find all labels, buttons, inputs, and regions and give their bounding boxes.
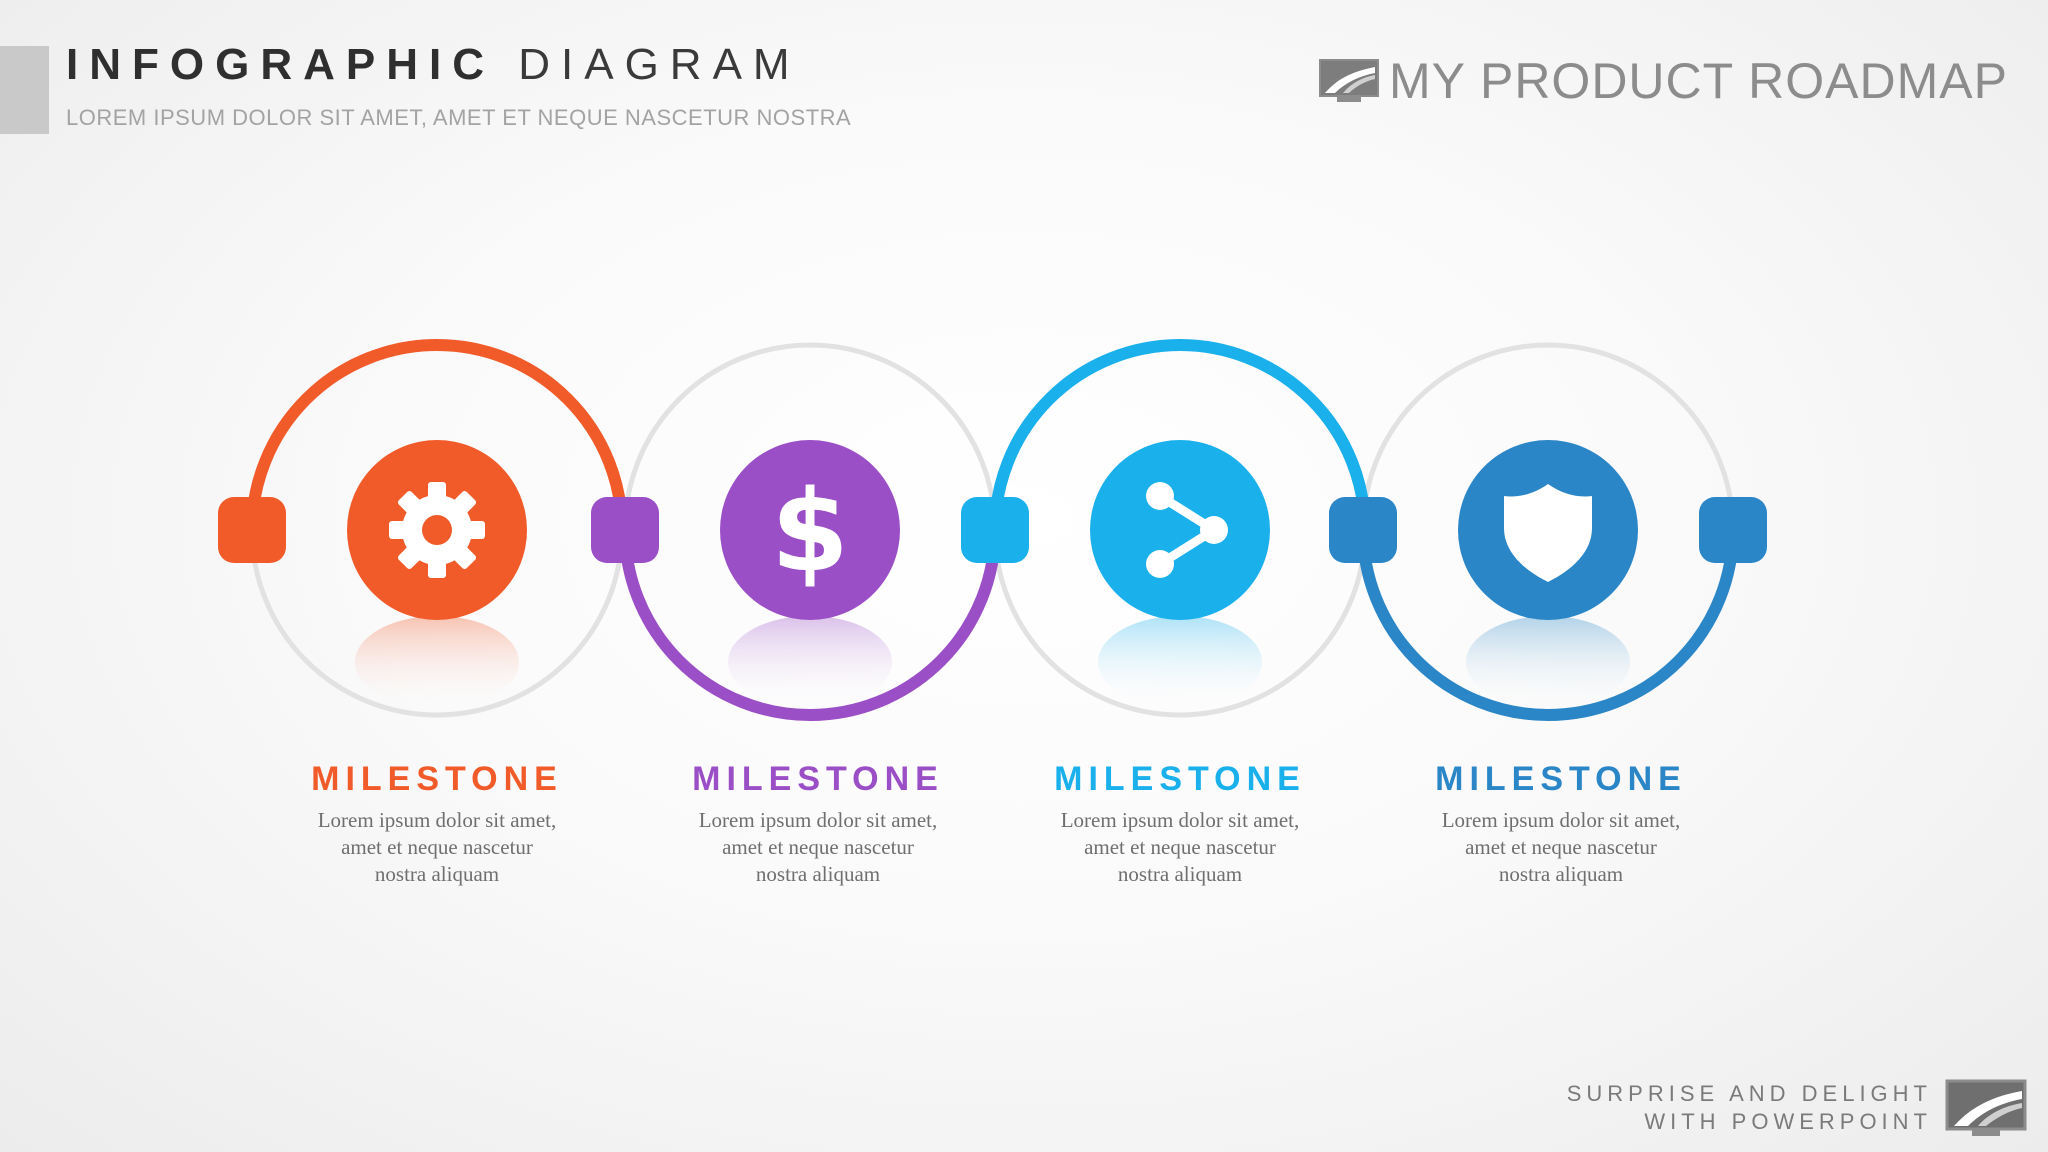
milestone-3-desc: Lorem ipsum dolor sit amet, amet et nequ…: [990, 807, 1370, 888]
milestone-1-desc: Lorem ipsum dolor sit amet, amet et nequ…: [247, 807, 627, 888]
milestone-4-desc: Lorem ipsum dolor sit amet, amet et nequ…: [1371, 807, 1751, 888]
milestone-2-desc: Lorem ipsum dolor sit amet, amet et nequ…: [628, 807, 1008, 888]
footer-line-1: SURPRISE AND DELIGHT: [1566, 1081, 1932, 1106]
road-logo-icon: [1945, 1079, 2027, 1136]
milestone-arc: [1357, 524, 1739, 721]
milestone-4-desc-line: amet et neque nascetur: [1465, 835, 1657, 859]
connector-node: [218, 497, 286, 563]
milestone-2-desc-line: nostra aliquam: [755, 862, 881, 886]
icon-reflection: [728, 616, 892, 708]
footer: SURPRISE AND DELIGHT WITH POWERPOINT: [1567, 1078, 2028, 1138]
milestone-arc: [989, 339, 1371, 536]
milestone-4-desc-line: Lorem ipsum dolor sit amet,: [1441, 808, 1681, 832]
gear-icon: [389, 482, 485, 578]
milestone-3-desc-line: nostra aliquam: [1117, 862, 1243, 886]
brand-text: MY PRODUCT ROADMAP: [1388, 53, 2008, 109]
dollar-icon: $: [771, 467, 849, 597]
milestone-2-desc-line: amet et neque nascetur: [722, 835, 914, 859]
milestone-3-title: MILESTONE: [1054, 760, 1306, 798]
milestone-1-desc-line: Lorem ipsum dolor sit amet,: [317, 808, 557, 832]
icon-reflection: [1098, 616, 1262, 708]
milestone-1: MILESTONE Lorem ipsum dolor sit amet, am…: [247, 760, 627, 888]
connector-node: [1699, 497, 1767, 563]
milestone-3-desc-line: Lorem ipsum dolor sit amet,: [1060, 808, 1300, 832]
connector-node: [1329, 497, 1397, 563]
share-icon: [1146, 482, 1228, 578]
page-subtitle: LOREM IPSUM DOLOR SIT AMET, AMET ET NEQU…: [66, 105, 852, 130]
corner-accent-bar: [0, 46, 49, 134]
milestone-3-desc-line: amet et neque nascetur: [1084, 835, 1276, 859]
milestone-arc: [619, 524, 1001, 721]
milestone-2: MILESTONE Lorem ipsum dolor sit amet, am…: [628, 760, 1008, 888]
road-logo-icon: [1318, 59, 1379, 102]
connector-nodes: [218, 497, 1767, 563]
icon-circle: [720, 440, 900, 620]
page-title: INFOGRAPHIC DIAGRAM: [66, 40, 801, 90]
title-bold: INFOGRAPHIC: [66, 40, 495, 89]
milestone-2-desc-line: Lorem ipsum dolor sit amet,: [698, 808, 938, 832]
milestone-1-title: MILESTONE: [311, 760, 563, 798]
milestone-1-desc-line: nostra aliquam: [374, 862, 500, 886]
milestone-2-title: MILESTONE: [692, 760, 944, 798]
svg-text:$: $: [771, 467, 849, 597]
icon-reflection: [355, 616, 519, 708]
milestone-3: MILESTONE Lorem ipsum dolor sit amet, am…: [990, 760, 1370, 888]
title-light: DIAGRAM: [518, 40, 801, 89]
brand: MY PRODUCT ROADMAP: [1317, 52, 2008, 110]
footer-tagline: SURPRISE AND DELIGHT WITH POWERPOINT: [1567, 1080, 1932, 1136]
colored-arcs: [246, 339, 1739, 721]
milestone-4-title: MILESTONE: [1435, 760, 1687, 798]
milestone-4: MILESTONE Lorem ipsum dolor sit amet, am…: [1371, 760, 1751, 888]
footer-line-2: WITH POWERPOINT: [1644, 1109, 1932, 1134]
icon-circle: [1090, 440, 1270, 620]
icon-reflection: [1466, 616, 1630, 708]
connector-node: [961, 497, 1029, 563]
milestone-arc: [246, 339, 628, 536]
shield-icon: [1504, 484, 1592, 582]
milestone-1-desc-line: amet et neque nascetur: [341, 835, 533, 859]
connector-node: [591, 497, 659, 563]
milestone-4-desc-line: nostra aliquam: [1498, 862, 1624, 886]
milestone-icons: $: [347, 440, 1638, 708]
